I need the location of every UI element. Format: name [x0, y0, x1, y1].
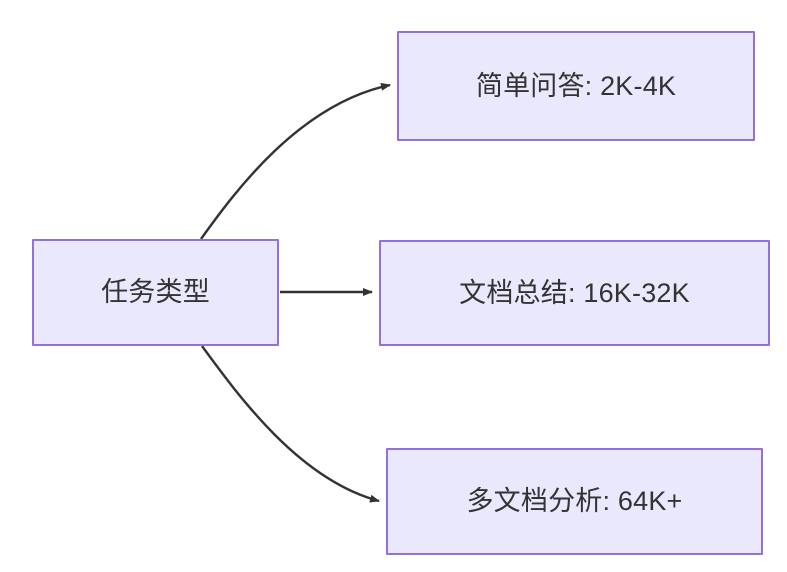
node-simple-qa[interactable]: 简单问答: 2K-4K [397, 31, 755, 141]
node-label-task-type: 任务类型 [101, 277, 210, 308]
node-label-simple-qa: 简单问答: 2K-4K [475, 70, 677, 101]
node-label-doc-summary: 文档总结: 16K-32K [459, 277, 690, 308]
node-multi-doc[interactable]: 多文档分析: 64K+ [386, 448, 763, 555]
edge-root-to-simple-qa [200, 82, 391, 240]
node-doc-summary[interactable]: 文档总结: 16K-32K [379, 240, 770, 346]
node-task-type[interactable]: 任务类型 [32, 239, 279, 346]
edge-root-to-multi-doc [201, 345, 380, 503]
node-label-multi-doc: 多文档分析: 64K+ [466, 486, 683, 517]
